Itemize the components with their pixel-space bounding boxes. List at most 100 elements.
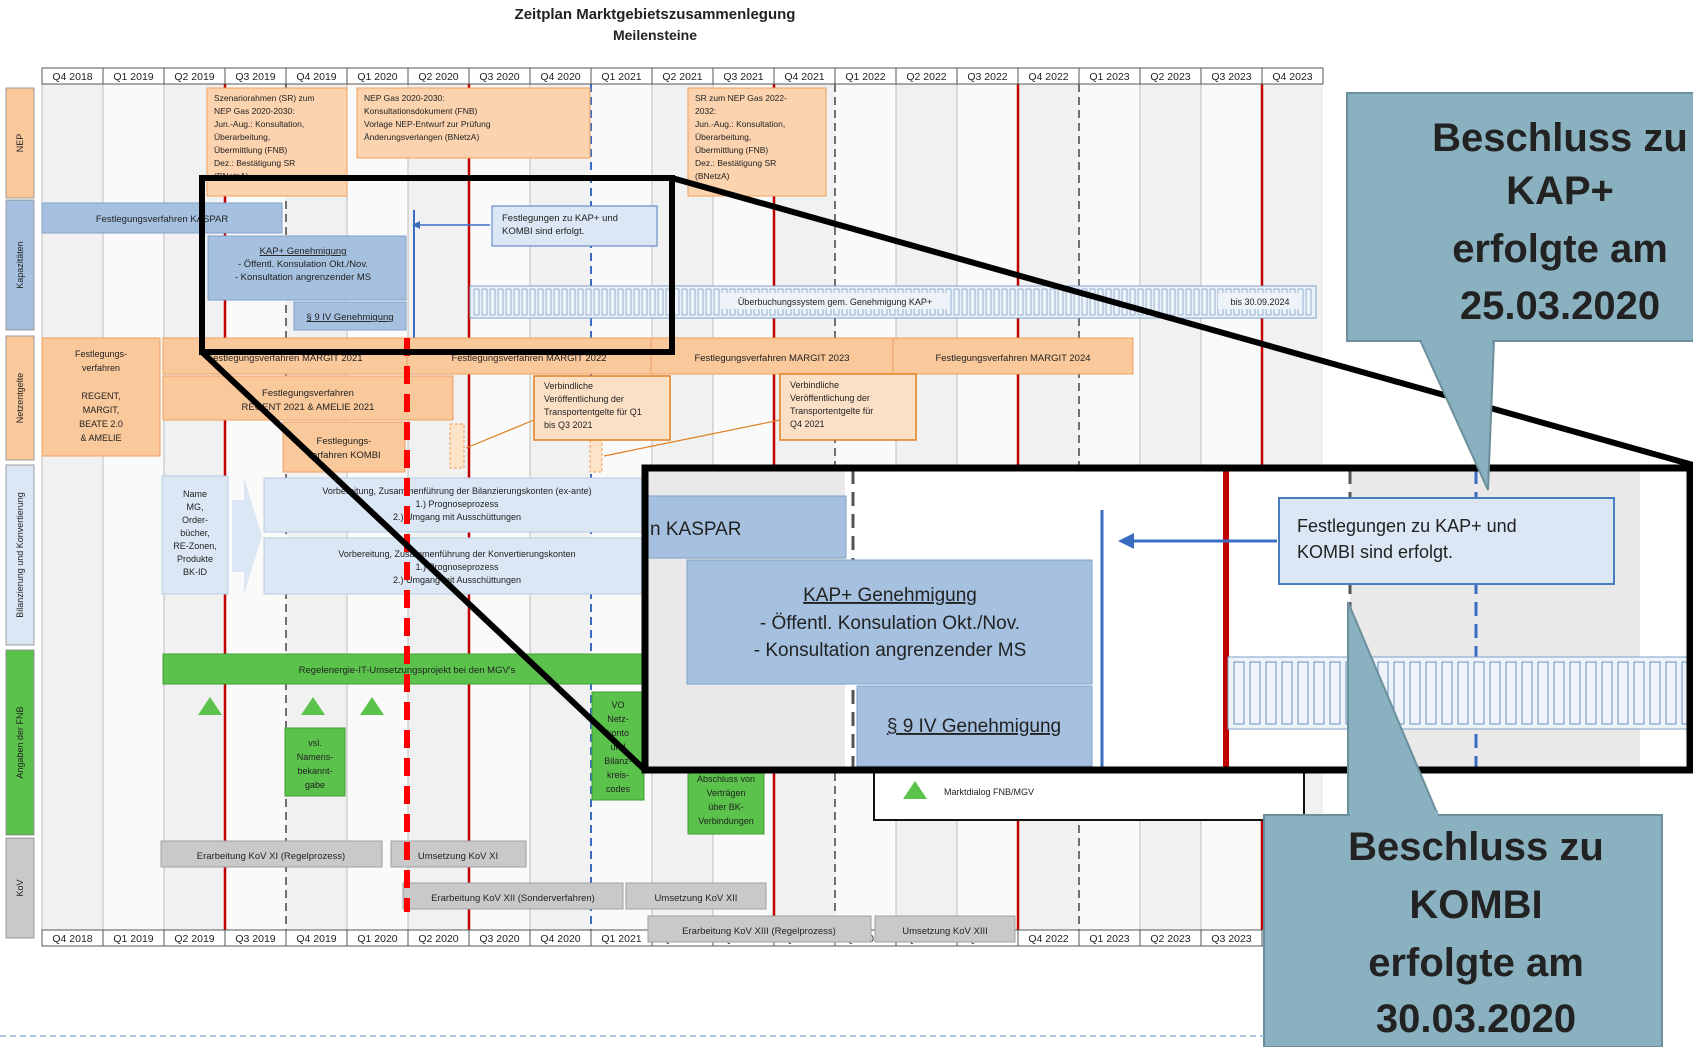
- nep-box-3-line: Überarbeitung,: [695, 132, 751, 142]
- callout-top-joint: [1422, 334, 1492, 344]
- callout-top-l3: erfolgte am: [1452, 227, 1668, 271]
- hatch-stripe: [577, 288, 584, 316]
- kov-xii-um-bar: [625, 882, 767, 910]
- verb1-line: Transportentgelte für Q1: [544, 407, 642, 417]
- namens-line: Namens-: [297, 752, 334, 762]
- hatch-stripe: [593, 288, 600, 316]
- bil-left-text: NameMG,Order-bücher,RE-Zonen,ProdukteBK-…: [173, 489, 217, 577]
- bil-bar-1-text: Vorbereitung, Zusammenführung der Bilanz…: [322, 486, 591, 522]
- quarter-label: Q2 2019: [174, 71, 214, 83]
- nep-box-2-line: NEP Gas 2020-2030:: [364, 93, 445, 103]
- quarter-label: Q4 2022: [1028, 933, 1068, 945]
- quarter-label: Q4 2022: [1028, 71, 1068, 83]
- quarter-label: Q1 2023: [1089, 933, 1129, 945]
- netz-left-line: & AMELIE: [80, 433, 121, 443]
- callout-bottom-l1: Beschluss zu: [1348, 825, 1604, 869]
- kap-genehmigung-box: [207, 235, 407, 301]
- zoom-panel: n KASPAR KAP+ Genehmigung - Öffentl. Kon…: [641, 464, 1693, 774]
- row-label: Angaben der FNB: [15, 706, 25, 778]
- hatch-stripe: [1089, 288, 1096, 316]
- kap-genehmigung-l1: - Öffentl. Konsulation Okt./Nov.: [238, 259, 368, 270]
- nep-box-3-line: Jun.-Aug.: Konsultation,: [695, 119, 785, 129]
- hatch-stripe: [1049, 288, 1056, 316]
- netz-left-line: verfahren: [82, 363, 120, 373]
- bil-left-line: Order-: [182, 515, 208, 525]
- callout-top-l1: Beschluss zu: [1432, 116, 1688, 160]
- nep-box-3-line: Übermittlung (FNB): [695, 145, 768, 155]
- verb2-arrow: [603, 419, 781, 457]
- namens-line: gabe: [305, 780, 325, 790]
- nep-box-1-line: Übermittlung (FNB): [214, 145, 287, 155]
- bil-row: NameMG,Order-bücher,RE-Zonen,ProdukteBK-…: [161, 475, 651, 595]
- hatch-stripe: [1001, 288, 1008, 316]
- abschluss-line: Verbindungen: [698, 816, 754, 826]
- kombi-text: Festlegungs-verfahren KOMBI: [307, 436, 380, 461]
- nep-box-3-line: Dez.: Bestätigung SR: [695, 158, 776, 168]
- kov-xi-um-label: Umsetzung KoV XI: [418, 851, 498, 862]
- netz-row: Festlegungs-verfahrenREGENT,MARGIT,BEATE…: [41, 337, 1134, 481]
- hatch-stripe: [529, 288, 536, 316]
- festlegungen-l2: KOMBI sind erfolgt.: [502, 226, 584, 237]
- quarter-label: Q1 2019: [113, 71, 153, 83]
- nep-box-3-line: 2032:: [695, 106, 716, 116]
- hatch-stripe: [1041, 288, 1048, 316]
- zoom-hatch-stripe: [1265, 661, 1277, 725]
- hatch-stripe: [601, 288, 608, 316]
- kov-xiii-regel-label: Erarbeitung KoV XIII (Regelprozess): [682, 926, 836, 937]
- namens-line: vsl.: [308, 738, 322, 748]
- regelenergie-label: Regelenergie-IT-Umsetzungsprojekt bei de…: [299, 665, 516, 676]
- verb1-line: Verbindliche: [544, 381, 593, 391]
- kombi-line: Festlegungs-: [317, 436, 372, 447]
- zoom-hatch-stripe: [1649, 661, 1661, 725]
- callout-top-box: [1346, 92, 1693, 342]
- kov-xi-regel-bar: [160, 840, 383, 868]
- quarter-label: Q3 2020: [479, 933, 519, 945]
- quarter-label: Q1 2023: [1089, 71, 1129, 83]
- hatch-stripe: [633, 288, 640, 316]
- bil-bar-1-line: Vorbereitung, Zusammenführung der Bilanz…: [322, 486, 591, 496]
- bil-bar-1: [263, 477, 651, 533]
- abschluss-line: über BK-: [708, 802, 744, 812]
- hatch-stripe: [1193, 288, 1200, 316]
- hatch-stripe: [569, 288, 576, 316]
- zoom-hatch-stripe: [1473, 661, 1485, 725]
- hatch-stripe: [1305, 288, 1312, 316]
- hatch-stripe: [1129, 288, 1136, 316]
- hatch-stripe: [1137, 288, 1144, 316]
- zoom-ueberbuchung-band: [1227, 656, 1693, 730]
- margit2024-bar: [892, 337, 1134, 375]
- zoom-hatch-stripe: [1249, 661, 1261, 725]
- title-line2: Meilensteine: [613, 27, 697, 43]
- hatch-stripe: [537, 288, 544, 316]
- verb1-line: Veröffentlichung der: [544, 394, 624, 404]
- zoom-genehmigung-l2: - Konsultation angrenzender MS: [754, 640, 1027, 661]
- margit2023-bar: [650, 337, 894, 375]
- kov-xi-regel-label: Erarbeitung KoV XI (Regelprozess): [197, 851, 345, 862]
- bis-label-bg: [1218, 293, 1302, 309]
- row-label: Kapazitäten: [15, 241, 25, 289]
- hatch-stripe: [1177, 288, 1184, 316]
- nep-box-2-line: Vorlage NEP-Entwurf zur Prüfung: [364, 119, 491, 129]
- callout-top-l4: 25.03.2020: [1460, 284, 1660, 328]
- legend-triangle: [903, 781, 927, 799]
- hatch-stripe: [713, 288, 720, 316]
- hatch-stripe: [977, 288, 984, 316]
- quarter-label: Q3 2022: [967, 71, 1007, 83]
- kov-xii-sonder-label: Erarbeitung KoV XII (Sonderverfahren): [431, 893, 595, 904]
- nep-box-2: [356, 87, 591, 159]
- regent-line: Festlegungsverfahren: [262, 388, 354, 399]
- quarter-label: Q4 2021: [784, 71, 824, 83]
- netz-left-box: [41, 337, 161, 457]
- callout-top-l2: KAP+: [1506, 169, 1614, 213]
- verb1-line: bis Q3 2021: [544, 420, 593, 430]
- zoom-para-box: [856, 685, 1093, 767]
- kov-xii-sonder-bar: [402, 882, 624, 910]
- marktdialog-triangle-3: [360, 697, 384, 715]
- quarter-label: Q1 2020: [357, 71, 397, 83]
- kombi-line: verfahren KOMBI: [307, 450, 380, 461]
- margit2021-label: Festlegungsverfahren MARGIT 2021: [207, 353, 362, 364]
- zoom-hatch-stripe: [1521, 661, 1533, 725]
- zoom-hatch-stripe: [1457, 661, 1469, 725]
- verb2-line: Veröffentlichung der: [790, 393, 870, 403]
